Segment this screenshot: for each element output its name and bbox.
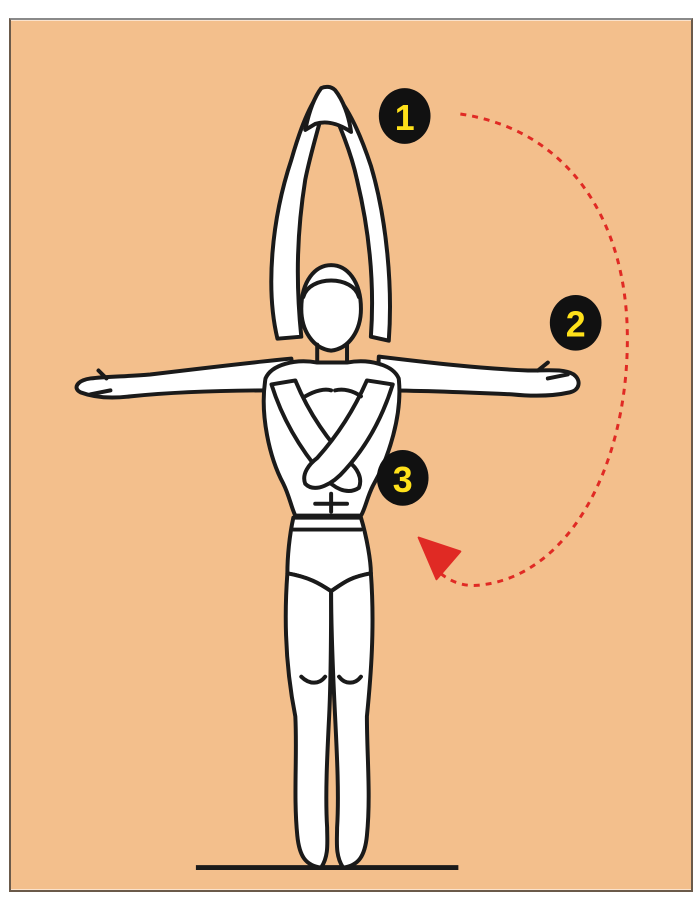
arm-exercise-diagram: 1 2 3 xyxy=(11,20,691,890)
step-badge-3: 3 xyxy=(377,450,429,506)
step-badge-2-label: 2 xyxy=(566,305,586,345)
step-badge-1-label: 1 xyxy=(395,98,415,138)
illustration-frame: 1 2 3 xyxy=(9,18,693,892)
step-badge-1: 1 xyxy=(379,88,431,144)
step-badge-2: 2 xyxy=(550,295,602,351)
step-badge-3-label: 3 xyxy=(393,460,413,500)
top-margin xyxy=(0,0,699,18)
